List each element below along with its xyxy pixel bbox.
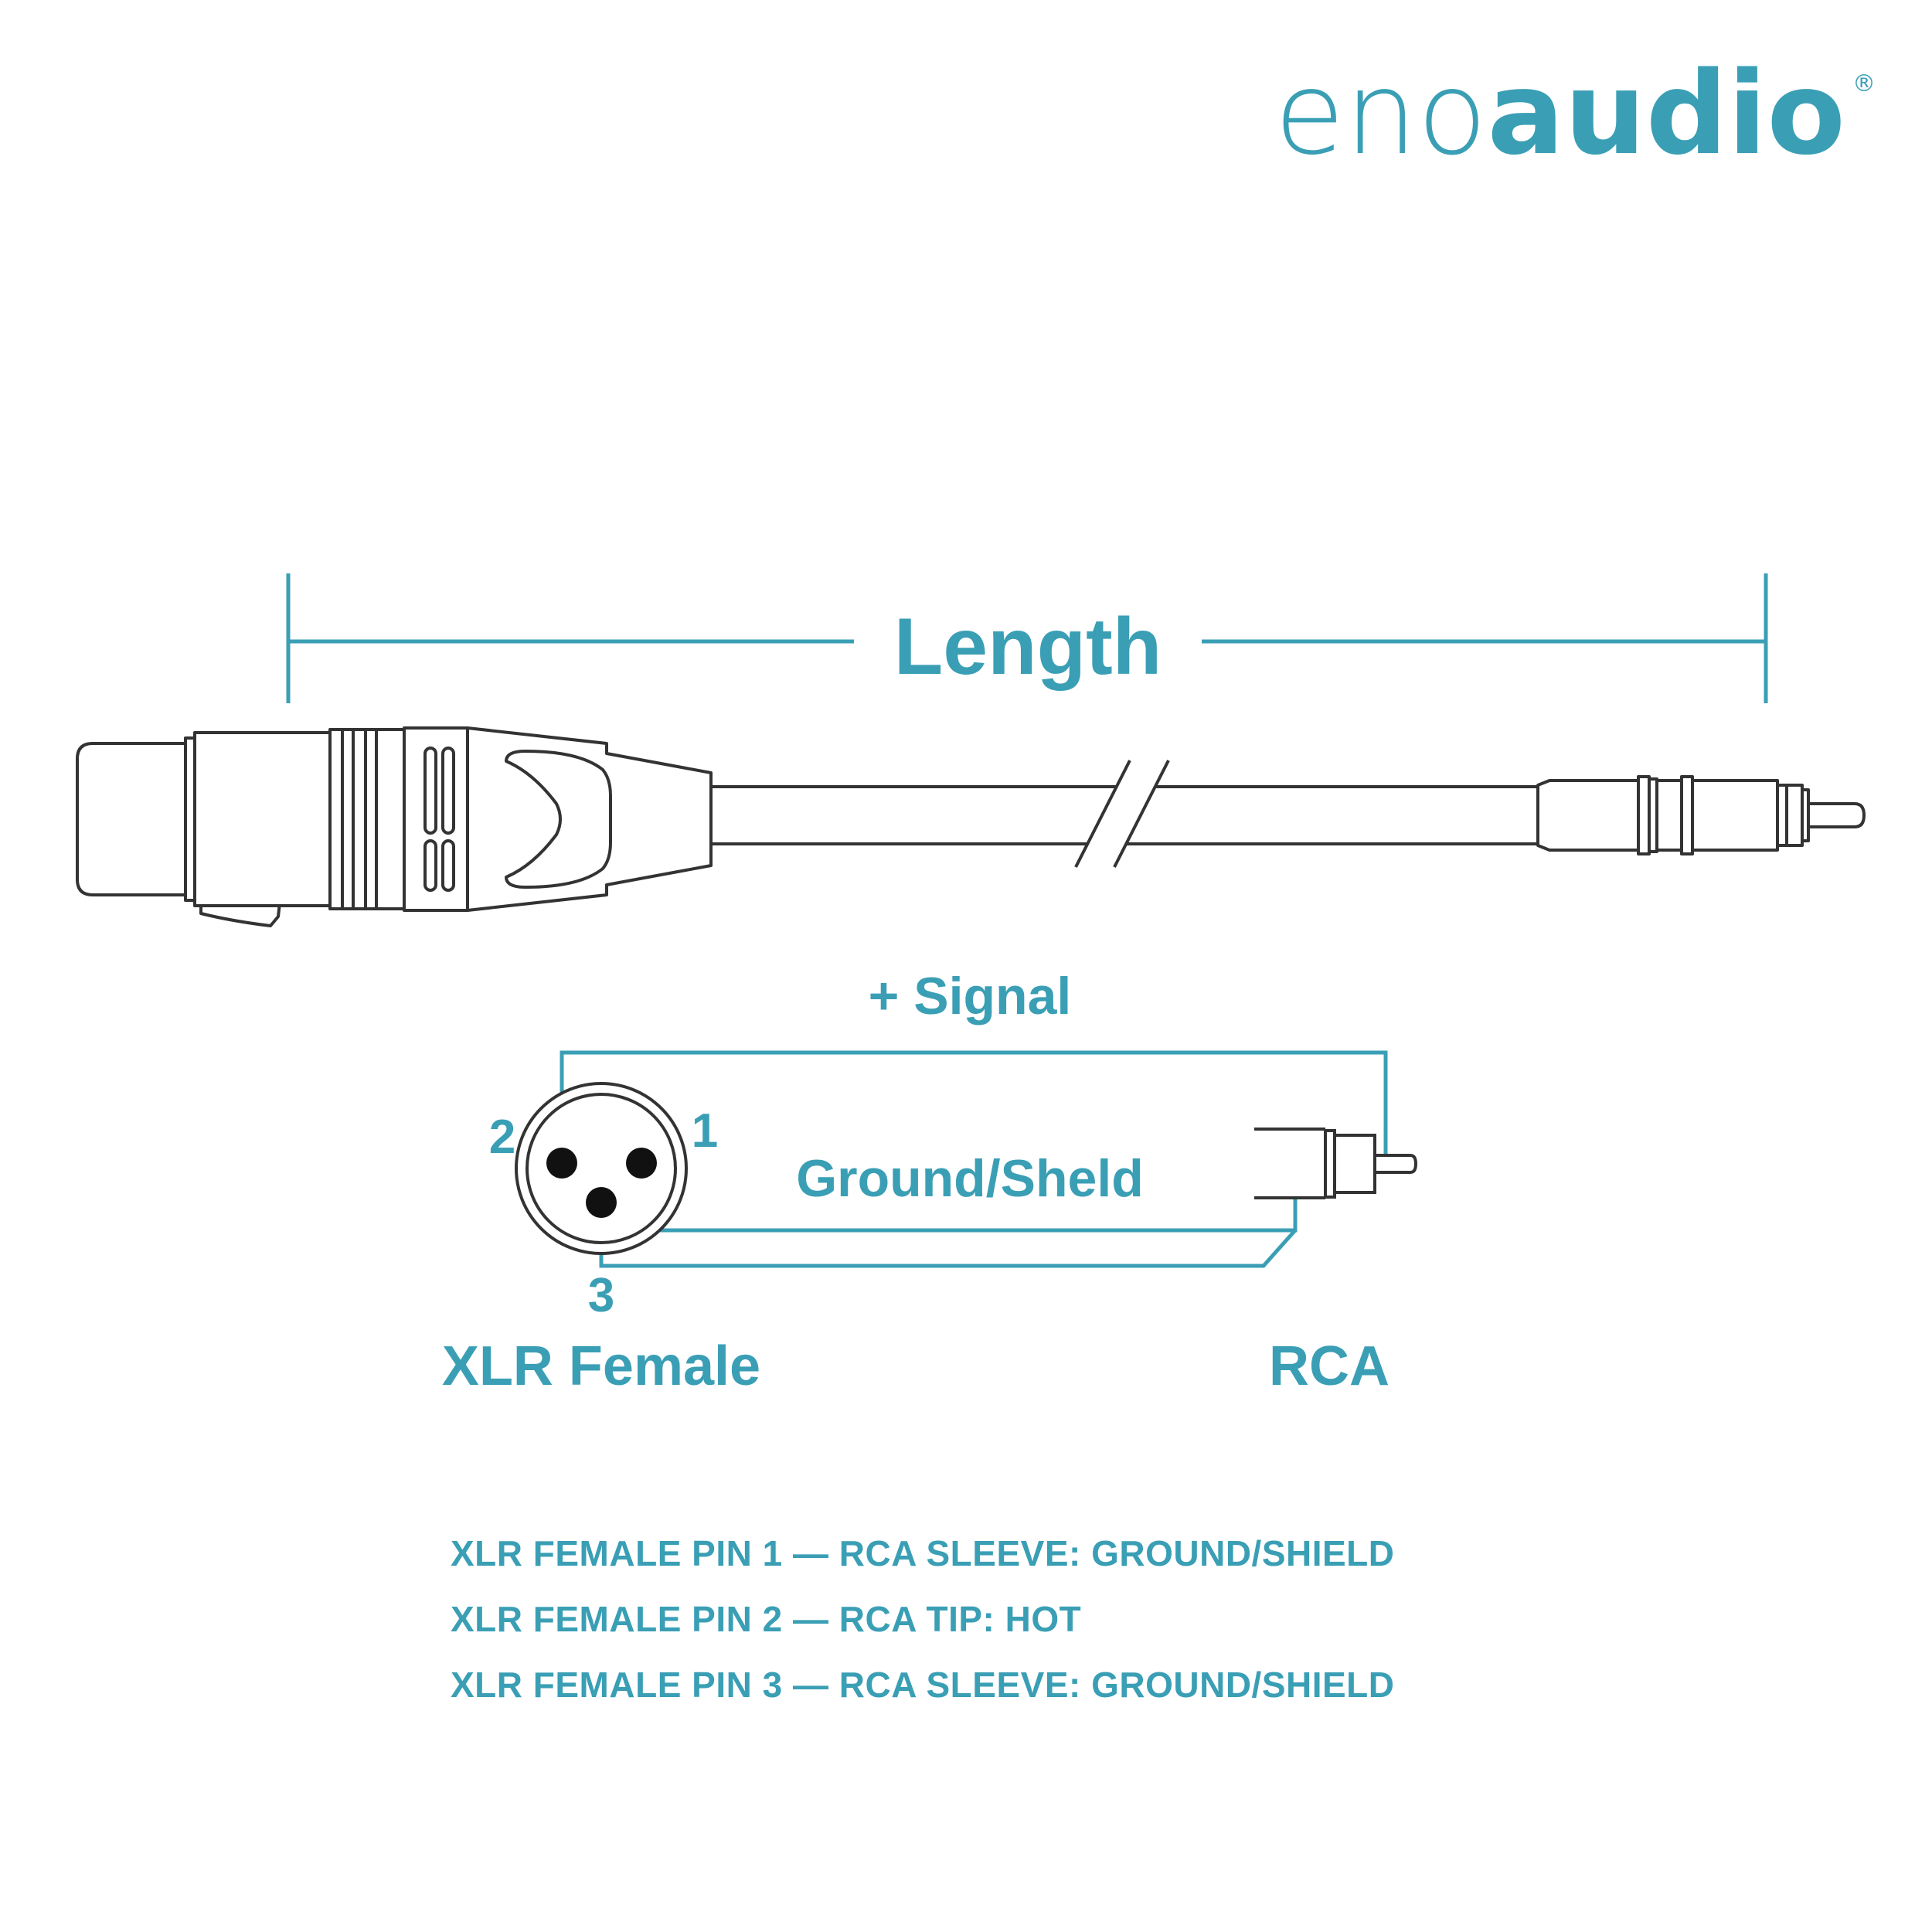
length-dimension	[286, 573, 1768, 703]
signal-label: + Signal	[869, 967, 1072, 1026]
pin-1-dot	[626, 1148, 657, 1179]
xlr-female-label: XLR Female	[442, 1335, 760, 1397]
ground-label: Ground/Sheld	[796, 1149, 1144, 1208]
logo-bold-part: audio	[1487, 47, 1845, 180]
length-label: Length	[894, 602, 1162, 692]
pin-1-label: 1	[692, 1104, 718, 1158]
xlr-pin-face-icon	[515, 1082, 688, 1255]
signal-wire	[560, 1050, 1388, 1162]
registered-mark: ®	[1852, 70, 1876, 97]
pin-3-dot	[586, 1187, 617, 1218]
wiring-line-pin2: XLR FEMALE PIN 2 — RCA TIP: HOT	[451, 1599, 1082, 1639]
rca-plug-icon	[1254, 1128, 1418, 1199]
brand-logo: enoaudio	[1274, 47, 1845, 180]
pin-2-label: 2	[489, 1111, 515, 1164]
wiring-line-pin1: XLR FEMALE PIN 1 — RCA SLEEVE: GROUND/SH…	[451, 1533, 1395, 1573]
rca-connector-icon	[1536, 775, 1866, 855]
logo-light-part: eno	[1274, 47, 1487, 180]
ground-wire-pin3	[599, 1206, 1297, 1268]
xlr-female-connector-icon	[76, 726, 713, 927]
wiring-line-pin3: XLR FEMALE PIN 3 — RCA SLEEVE: GROUND/SH…	[451, 1665, 1395, 1705]
pin-2-dot	[546, 1148, 577, 1179]
rca-label: RCA	[1269, 1335, 1389, 1397]
cable-break-icon	[1074, 760, 1170, 868]
pin-3-label: 3	[588, 1269, 614, 1322]
wiring-legend: XLR FEMALE PIN 1 — RCA SLEEVE: GROUND/SH…	[451, 1521, 1395, 1718]
